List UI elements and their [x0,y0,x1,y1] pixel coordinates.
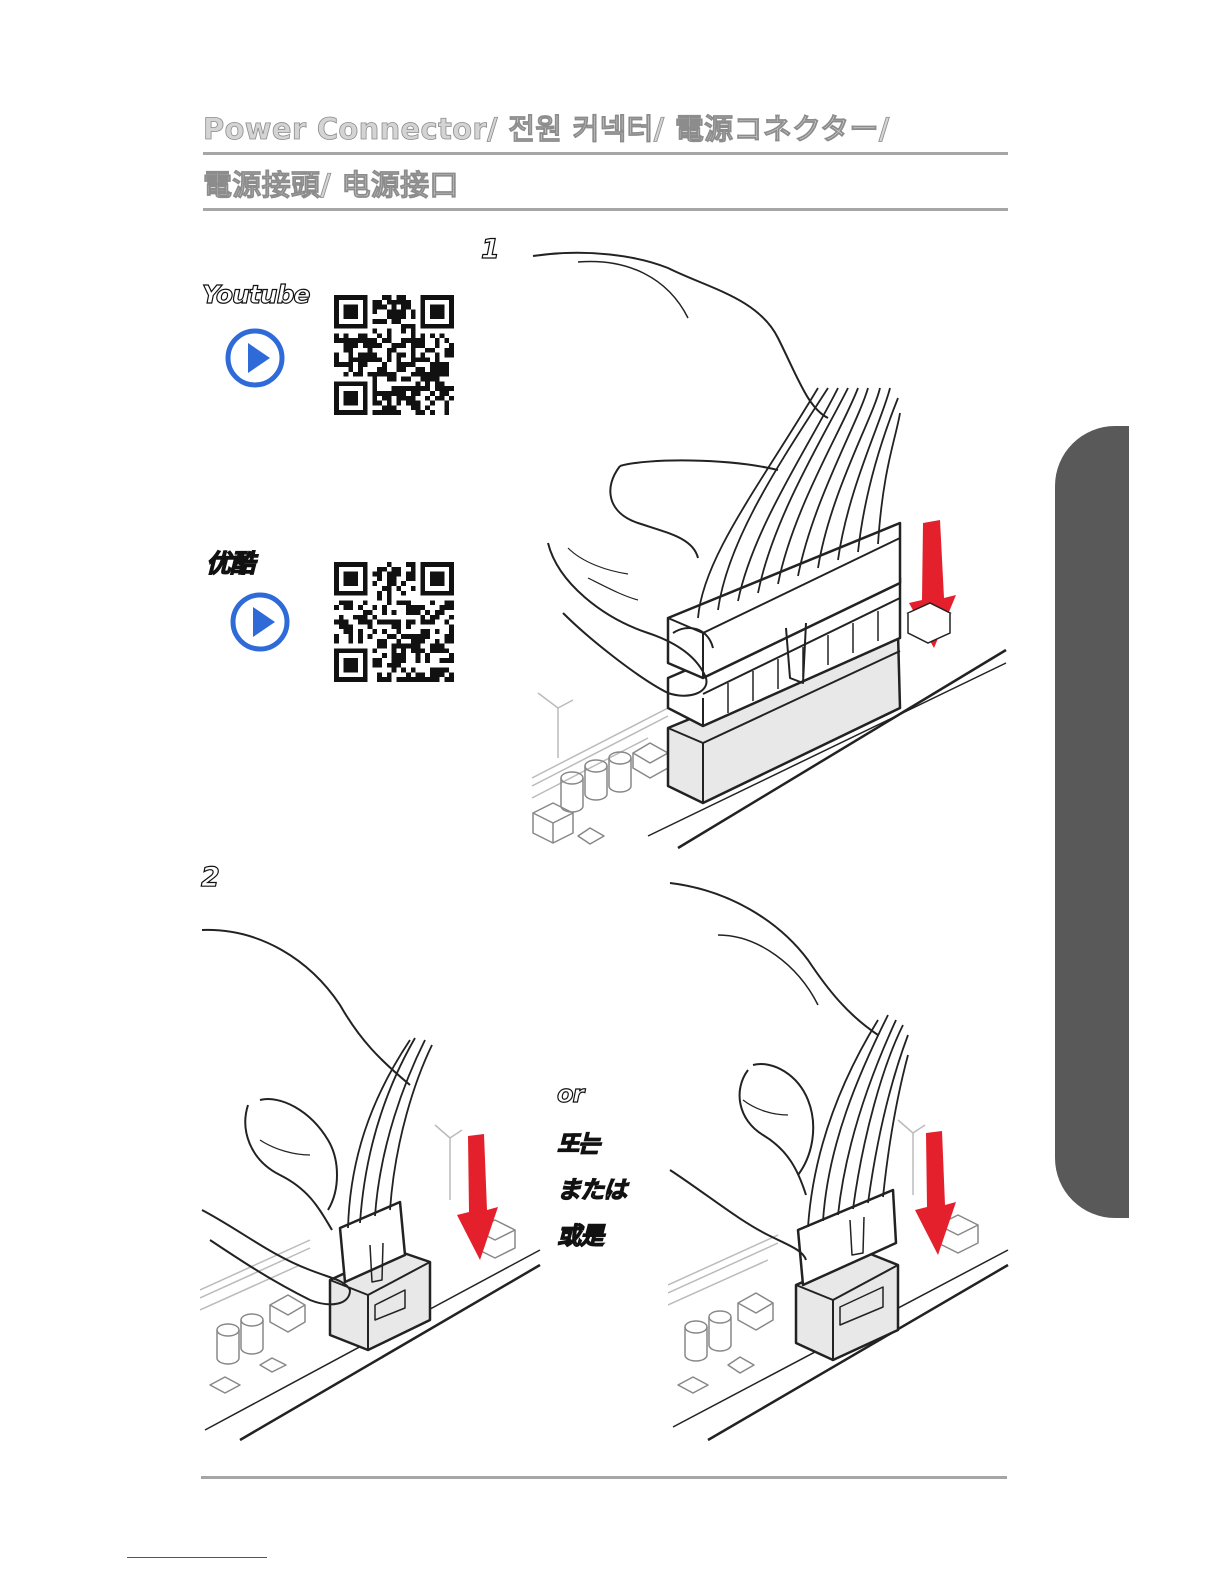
side-chapter-tab [1055,426,1129,1218]
footer-underline [127,1557,267,1558]
youku-label: 优酷 [206,544,254,580]
atx-24pin-insertion-illustration [528,238,1008,853]
page-title-line-2: 電源接頭/ 电源接口 [203,168,1008,211]
page-title-line-1: Power Connector/ 전원 커넥터/ 電源コネクター/ [203,112,1008,155]
cpu-connector-insertion-right-illustration [668,875,1013,1450]
youtube-label: Youtube [202,280,309,309]
youku-play-icon[interactable] [229,591,291,653]
step-1-label: 1 [481,234,500,265]
or-label-english: or [557,1080,583,1108]
or-label-japanese: または [557,1170,626,1205]
cpu-connector-insertion-left-illustration [200,910,545,1450]
bottom-divider [201,1476,1007,1479]
youku-qr-code[interactable] [334,562,454,682]
or-label-korean: 또는 [557,1124,599,1159]
youtube-qr-code[interactable] [334,295,454,415]
step-2-label: 2 [201,862,220,893]
youtube-play-icon[interactable] [224,327,286,389]
or-label-chinese: 或是 [557,1216,603,1251]
